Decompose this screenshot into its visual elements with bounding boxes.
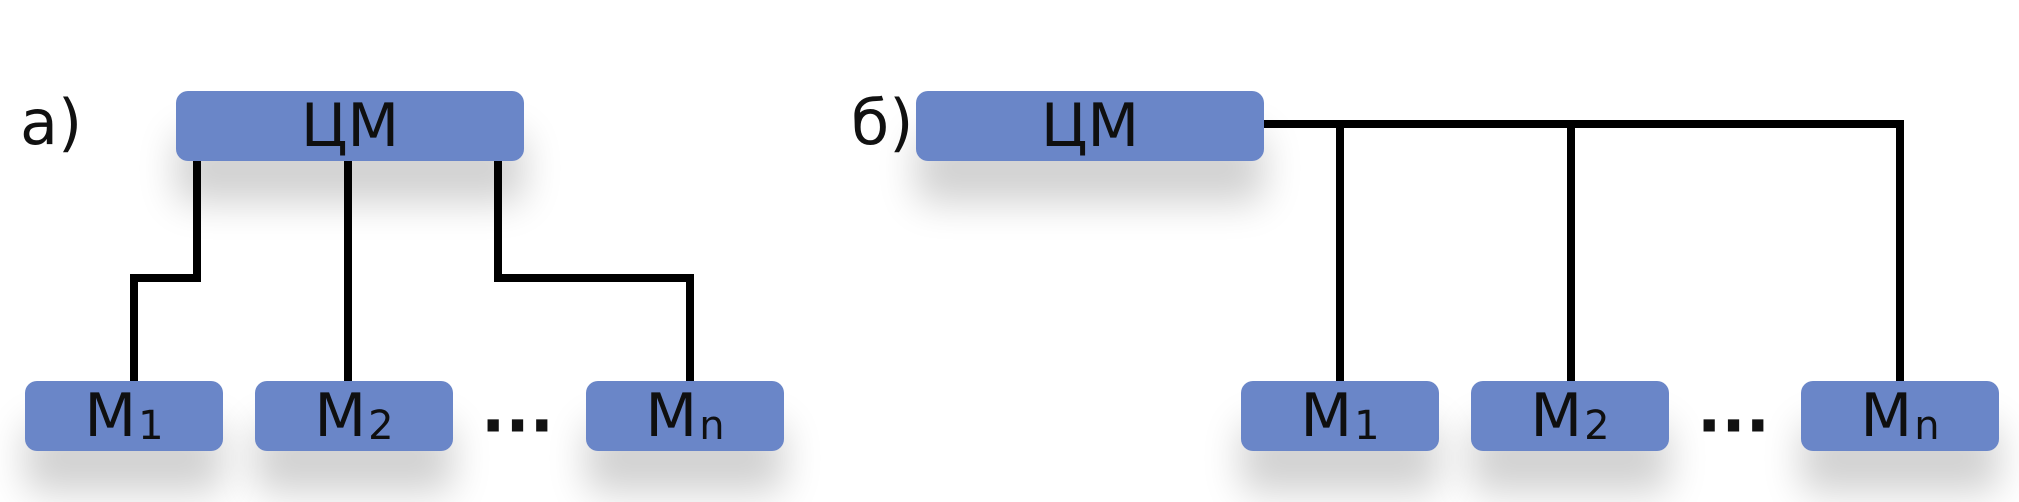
diagram-a-module-2-main: M xyxy=(314,381,367,451)
diagram-a-label: а) xyxy=(20,86,83,159)
diagram-b-module-1-sub: 1 xyxy=(1354,403,1380,449)
diagram-b-module-2-main: M xyxy=(1530,381,1583,451)
diagram-a-module-1-main: M xyxy=(84,381,137,451)
diagram-b-module-2-sub: 2 xyxy=(1584,403,1610,449)
diagram-b-ellipsis: ··· xyxy=(1697,390,1770,464)
edge-a-cm-m1 xyxy=(130,154,201,386)
diagram-b-central-module: ЦМ xyxy=(916,91,1264,161)
diagram-a-central-module-label: ЦМ xyxy=(300,91,400,161)
edge-b-bus xyxy=(1259,120,1904,386)
diagram-a-central-module: ЦМ xyxy=(176,91,524,161)
diagram-a-module-n-main: M xyxy=(645,381,698,451)
edge-a-cm-mn xyxy=(494,154,694,386)
diagram-a-module-n-sub: n xyxy=(699,403,725,449)
diagram-b-module-1-main: M xyxy=(1300,381,1353,451)
diagram-a-module-1-sub: 1 xyxy=(138,403,164,449)
diagram-a-ellipsis: ··· xyxy=(481,390,554,464)
diagram-a-module-2-sub: 2 xyxy=(368,403,394,449)
diagram-b-central-module-label: ЦМ xyxy=(1040,91,1140,161)
diagram-b-module-n-main: M xyxy=(1860,381,1913,451)
diagram-b-label: б) xyxy=(851,86,914,159)
diagram-b-module-n-sub: n xyxy=(1914,403,1940,449)
